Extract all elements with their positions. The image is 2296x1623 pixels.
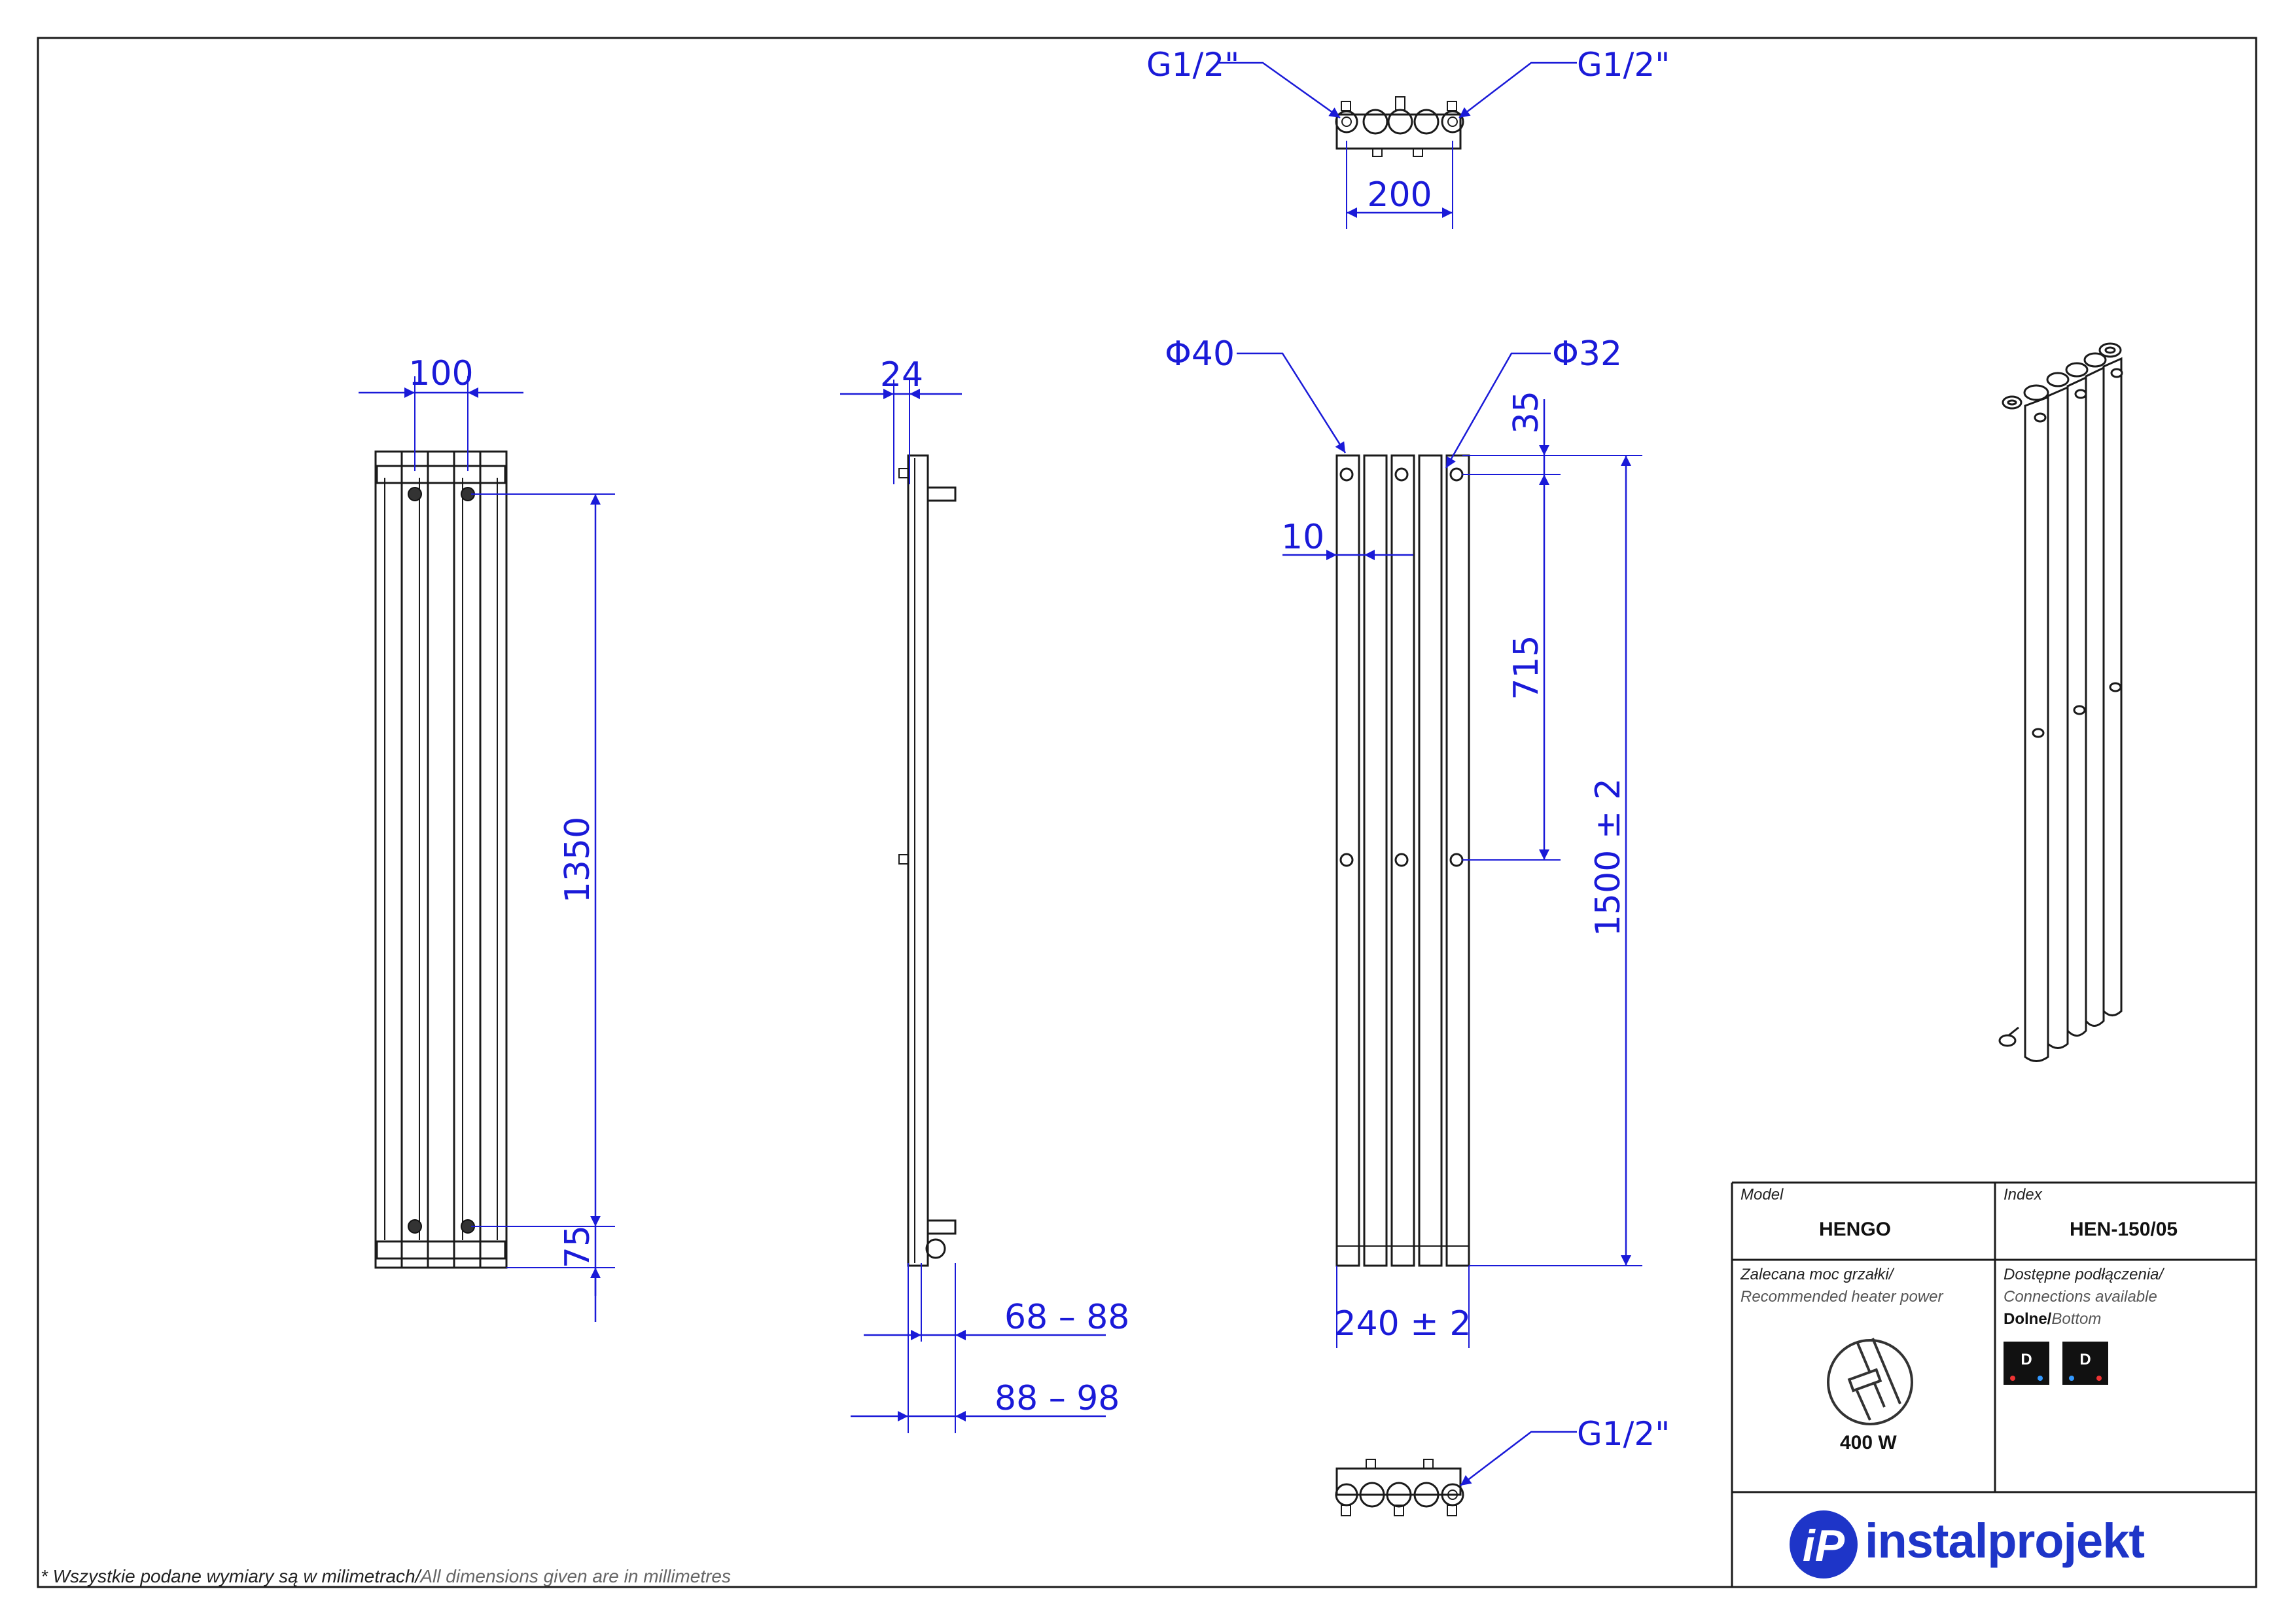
side-view bbox=[840, 380, 1106, 1433]
pipe-dots-icon bbox=[2010, 1376, 2043, 1381]
footnote-en: All dimensions given are in millimetres bbox=[420, 1566, 731, 1586]
connection-badge-1: D bbox=[2004, 1342, 2049, 1385]
front-view bbox=[359, 376, 615, 1322]
dim-front-axis: 1350 bbox=[558, 817, 597, 903]
dim-rear-height: 1500 ± 2 bbox=[1589, 778, 1628, 936]
title-block-grid bbox=[1731, 1181, 2256, 1587]
top-view bbox=[1218, 62, 1577, 229]
dim-side-wall-2: 88 – 98 bbox=[995, 1379, 1120, 1418]
brand-logo-text: instalprojekt bbox=[1865, 1514, 2145, 1568]
connection-type: Dolne/Bottom bbox=[2004, 1310, 2101, 1329]
dim-top-left-conn: G1/2" bbox=[1146, 46, 1239, 84]
footnote-pl: * Wszystkie podane wymiary są w milimetr… bbox=[41, 1566, 421, 1586]
dim-rear-dia-right: Φ32 bbox=[1552, 334, 1622, 374]
svg-text:iP: iP bbox=[1803, 1521, 1845, 1571]
dim-side-depth: 24 bbox=[880, 355, 923, 395]
sheet-border bbox=[37, 37, 2257, 1588]
connections-label-pl: Dostępne podłączenia/ bbox=[2004, 1266, 2164, 1283]
connection-type-pl: Dolne/ bbox=[2004, 1310, 2052, 1328]
connections-label-en: Connections available bbox=[2004, 1288, 2157, 1306]
units-footnote: * Wszystkie podane wymiary są w milimetr… bbox=[41, 1566, 731, 1587]
connection-badge-2: D bbox=[2062, 1342, 2108, 1385]
dim-rear-dia-left: Φ40 bbox=[1165, 334, 1235, 374]
power-value: 400 W bbox=[1840, 1432, 1897, 1454]
dim-front-bottom: 75 bbox=[558, 1225, 597, 1268]
bottom-view bbox=[1335, 1431, 1577, 1516]
pipe-dots-icon bbox=[2069, 1376, 2102, 1381]
dim-top-right-conn: G1/2" bbox=[1577, 46, 1670, 84]
dim-side-wall-1: 68 – 88 bbox=[1004, 1298, 1129, 1337]
isometric-view bbox=[1998, 342, 2123, 1062]
dim-top-width: 200 bbox=[1367, 175, 1432, 215]
dim-front-width: 100 bbox=[408, 354, 473, 393]
power-label-pl: Zalecana moc grzałki/ bbox=[1740, 1266, 1894, 1283]
dim-rear-gap: 10 bbox=[1281, 518, 1324, 557]
power-label-en: Recommended heater power bbox=[1740, 1288, 1943, 1306]
dim-rear-mid: 715 bbox=[1507, 635, 1546, 700]
dim-rear-width: 240 ± 2 bbox=[1335, 1304, 1472, 1344]
model-label: Model bbox=[1740, 1186, 1784, 1204]
model-value: HENGO bbox=[1819, 1219, 1892, 1240]
index-value: HEN-150/05 bbox=[2070, 1219, 2178, 1240]
dim-rear-top: 35 bbox=[1507, 391, 1546, 434]
heater-icon bbox=[1827, 1338, 1913, 1425]
instalprojekt-logo-mark: iP bbox=[1790, 1510, 1858, 1578]
connection-type-en: Bottom bbox=[2051, 1310, 2102, 1328]
index-label: Index bbox=[2004, 1186, 2042, 1204]
rear-view bbox=[1237, 352, 1642, 1348]
dim-bottom-conn: G1/2" bbox=[1577, 1415, 1670, 1453]
